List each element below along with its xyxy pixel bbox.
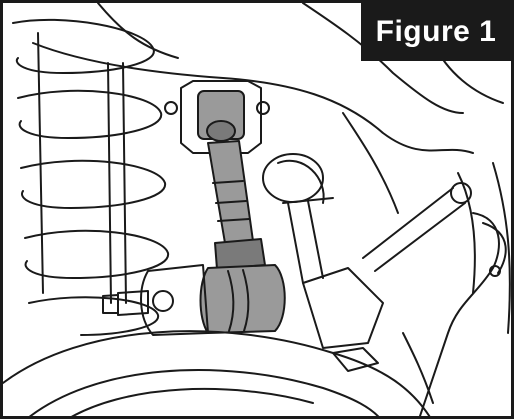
coil-spring	[12, 18, 170, 336]
brake-rotor	[3, 330, 431, 416]
upper-mount-bracket	[164, 80, 270, 154]
knuckle	[102, 264, 209, 336]
brake-line	[402, 212, 507, 416]
drive-shaft	[262, 153, 334, 284]
suspension-illustration	[3, 3, 511, 416]
figure-label: Figure 1	[361, 3, 511, 61]
adjustable-control-arm	[197, 90, 286, 334]
lower-link	[302, 182, 472, 349]
